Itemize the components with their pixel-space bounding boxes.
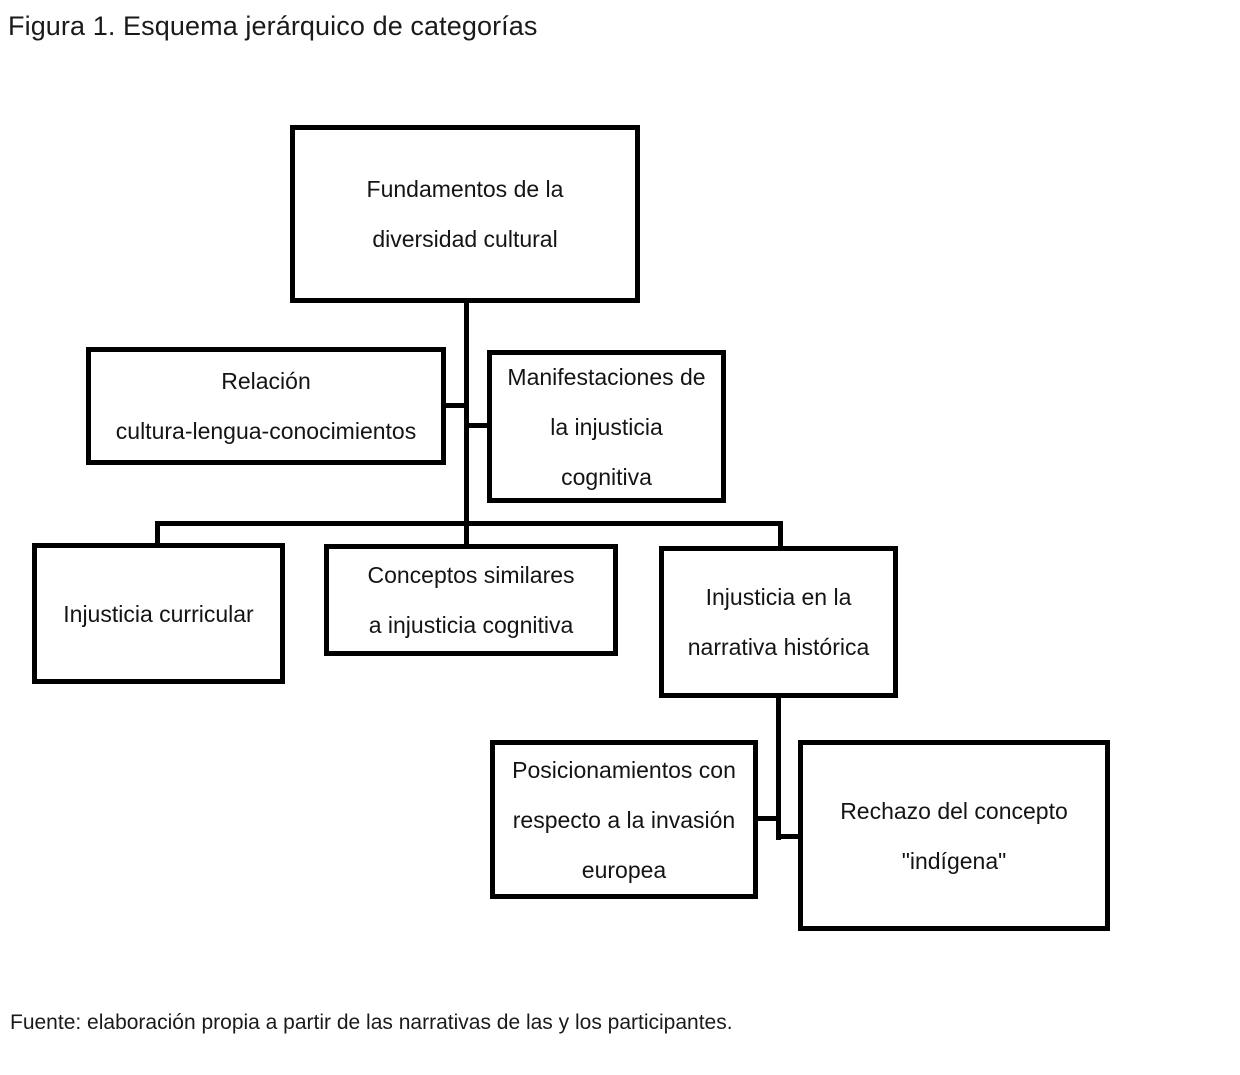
- node-label: Injusticia en la narrativa histórica: [687, 584, 870, 660]
- node-label: Conceptos similares a injusticia cogniti…: [367, 562, 575, 638]
- connector-drop-to-curricular: [155, 521, 160, 547]
- connector-narrativa-to-posicionamientos: [756, 816, 778, 821]
- connector-narrativa-trunk: [776, 695, 781, 840]
- node-posicionamientos-invasion-europea[interactable]: Posicionamientos con respecto a la invas…: [490, 740, 758, 899]
- node-label: Posicionamientos con respecto a la invas…: [512, 756, 736, 883]
- connector-root-to-manifestaciones: [464, 423, 489, 428]
- node-relacion-cultura-lengua-conocimientos[interactable]: Relación cultura-lengua-conocimientos: [86, 347, 446, 465]
- node-fundamentos-diversidad-cultural[interactable]: Fundamentos de la diversidad cultural: [290, 125, 640, 303]
- node-label: Injusticia curricular: [63, 600, 254, 627]
- node-label: Fundamentos de la diversidad cultural: [366, 176, 564, 252]
- node-injusticia-curricular[interactable]: Injusticia curricular: [32, 543, 285, 684]
- node-manifestaciones-injusticia-cognitiva[interactable]: Manifestaciones de la injusticia cogniti…: [487, 350, 726, 503]
- node-label: Rechazo del concepto "indígena": [840, 797, 1068, 874]
- node-conceptos-similares-injusticia-cognitiva[interactable]: Conceptos similares a injusticia cogniti…: [324, 544, 618, 656]
- connector-level3-bus: [155, 521, 783, 526]
- figure-title: Figura 1. Esquema jerárquico de categorí…: [8, 11, 538, 41]
- node-label: Manifestaciones de la injusticia cogniti…: [507, 363, 706, 490]
- node-rechazo-concepto-indigena[interactable]: Rechazo del concepto "indígena": [798, 740, 1110, 931]
- connector-drop-to-conceptos: [464, 521, 469, 548]
- figure-source-note: Fuente: elaboración propia a partir de l…: [10, 1011, 733, 1034]
- node-injusticia-narrativa-historica[interactable]: Injusticia en la narrativa histórica: [659, 546, 898, 698]
- node-label: Relación cultura-lengua-conocimientos: [115, 368, 417, 444]
- connector-drop-to-narrativa: [778, 521, 783, 550]
- connector-root-trunk: [464, 300, 469, 526]
- connector-narrativa-to-rechazo: [776, 834, 800, 839]
- connector-root-to-relacion: [444, 403, 466, 408]
